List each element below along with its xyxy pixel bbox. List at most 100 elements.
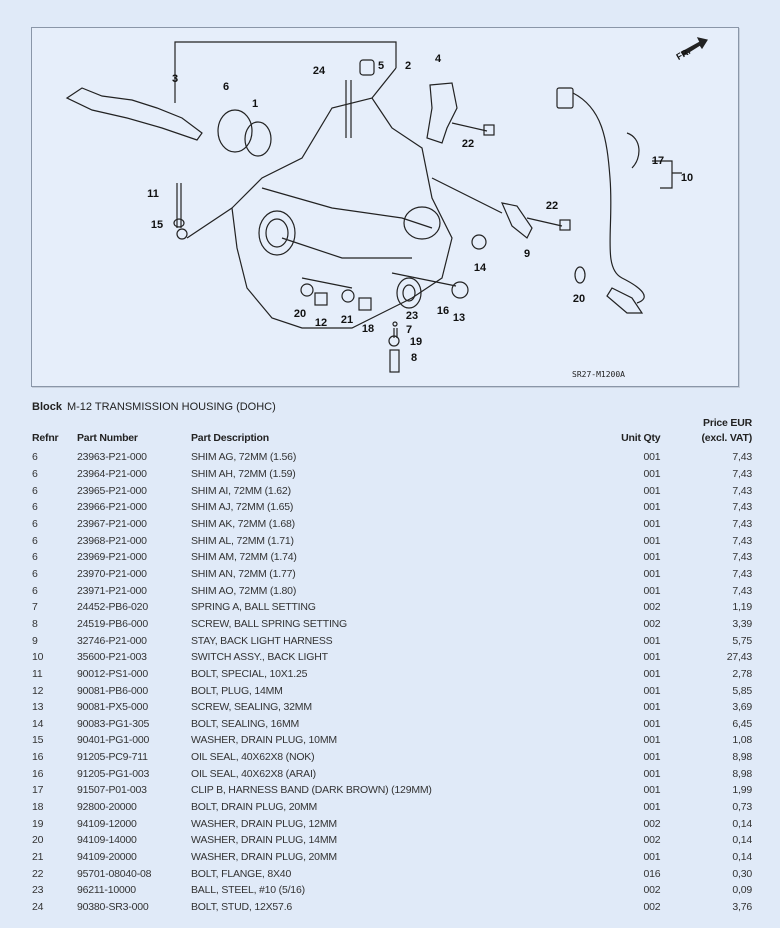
unit-qty-cell: 001 <box>643 534 661 547</box>
callout-22: 22 <box>461 138 475 150</box>
refnr-cell: 24 <box>32 901 44 914</box>
description-cell: OIL SEAL, 40X62X8 (NOK) <box>191 751 315 764</box>
callout-19: 19 <box>409 336 423 348</box>
description-cell: WASHER, DRAIN PLUG, 20MM <box>191 851 337 864</box>
price-cell: 7,43 <box>732 484 752 497</box>
price-cell: 7,43 <box>732 501 752 514</box>
refnr-cell: 21 <box>32 851 44 864</box>
refnr-cell: 20 <box>32 834 44 847</box>
refnr-cell: 6 <box>32 551 38 564</box>
price-cell: 3,69 <box>732 701 752 714</box>
description-cell: SPRING A, BALL SETTING <box>191 601 316 614</box>
refnr-cell: 16 <box>32 751 44 764</box>
refnr-cell: 6 <box>32 517 38 530</box>
unit-qty-cell: 001 <box>643 501 661 514</box>
unit-qty-cell: 001 <box>643 651 661 664</box>
unit-qty-cell: 002 <box>643 884 661 897</box>
unit-qty-cell: 001 <box>643 734 661 747</box>
callout-17: 17 <box>651 155 665 167</box>
unit-qty-cell: 001 <box>643 667 661 680</box>
refnr-cell: 19 <box>32 817 44 830</box>
part-number-cell: 23968-P21-000 <box>77 534 147 547</box>
table-header-row: Refnr Part Number Part Description Unit … <box>28 416 756 449</box>
part-number-cell: 23964-P21-000 <box>77 467 147 480</box>
description-cell: BALL, STEEL, #10 (5/16) <box>191 884 305 897</box>
callout-23: 23 <box>405 310 419 322</box>
description-cell: BOLT, PLUG, 14MM <box>191 684 283 697</box>
transmission-housing-drawing <box>65 37 708 373</box>
callout-4: 4 <box>434 53 442 65</box>
parts-diagram: 3 6 1 24 5 2 4 22 17 10 11 15 22 9 14 20… <box>31 27 739 387</box>
price-cell: 7,43 <box>732 567 752 580</box>
unit-qty-cell: 001 <box>643 567 661 580</box>
refnr-cell: 12 <box>32 684 44 697</box>
part-number-cell: 94109-20000 <box>77 851 137 864</box>
refnr-cell: 6 <box>32 567 38 580</box>
refnr-cell: 13 <box>32 701 44 714</box>
refnr-cell: 6 <box>32 534 38 547</box>
unit-qty-cell: 001 <box>643 451 661 464</box>
description-cell: SHIM AJ, 72MM (1.65) <box>191 501 294 514</box>
description-cell: BOLT, FLANGE, 8X40 <box>191 867 292 880</box>
part-number-cell: 91205-PG1-003 <box>77 767 150 780</box>
unit-qty-cell: 001 <box>643 801 661 814</box>
unit-qty-cell: 001 <box>643 517 661 530</box>
price-cell: 27,43 <box>726 651 752 664</box>
part-number-cell: 23963-P21-000 <box>77 451 147 464</box>
price-cell: 7,43 <box>732 467 752 480</box>
callout-20: 20 <box>572 293 586 305</box>
unit-qty-cell: 001 <box>643 484 661 497</box>
unit-qty-cell: 001 <box>643 467 661 480</box>
price-cell: 7,43 <box>732 451 752 464</box>
part-number-cell: 90012-PS1-000 <box>77 667 148 680</box>
header-price-line2: (excl. VAT) <box>701 432 752 444</box>
refnr-cell: 6 <box>32 584 38 597</box>
unit-qty-cell: 016 <box>643 867 661 880</box>
callout-2: 2 <box>404 60 412 72</box>
price-cell: 1,08 <box>732 734 752 747</box>
callout-8: 8 <box>410 352 418 364</box>
part-number-cell: 91205-PC9-711 <box>77 751 148 764</box>
table-row: 6 23966-P21-000 SHIM AJ, 72MM (1.65) 001 7,4… <box>28 499 756 516</box>
refnr-cell: 6 <box>32 467 38 480</box>
description-cell: SHIM AG, 72MM (1.56) <box>191 451 297 464</box>
part-number-cell: 94109-14000 <box>77 834 137 847</box>
callout-21: 21 <box>340 314 354 326</box>
callout-11: 11 <box>147 188 159 200</box>
header-price-line1: Price EUR <box>703 417 752 429</box>
description-cell: BOLT, DRAIN PLUG, 20MM <box>191 801 318 814</box>
description-cell: BOLT, SPECIAL, 10X1.25 <box>191 667 308 680</box>
callout-13: 13 <box>452 312 466 324</box>
part-number-cell: 23967-P21-000 <box>77 517 147 530</box>
callout-22b: 22 <box>545 200 559 212</box>
callout-12: 12 <box>314 317 328 329</box>
refnr-cell: 8 <box>32 617 38 630</box>
unit-qty-cell: 002 <box>643 901 661 914</box>
block-label: Block <box>32 401 62 413</box>
part-number-cell: 91507-P01-003 <box>77 784 147 797</box>
part-number-cell: 35600-P21-003 <box>77 651 147 664</box>
description-cell: BOLT, STUD, 12X57.6 <box>191 901 293 914</box>
description-cell: SHIM AM, 72MM (1.74) <box>191 551 297 564</box>
callout-15: 15 <box>150 219 164 231</box>
price-cell: 5,85 <box>732 684 752 697</box>
header-part-number: Part Number <box>77 432 138 444</box>
description-cell: SHIM AK, 72MM (1.68) <box>191 517 295 530</box>
part-number-cell: 23969-P21-000 <box>77 551 147 564</box>
part-number-cell: 23966-P21-000 <box>77 501 147 514</box>
refnr-cell: 6 <box>32 501 38 514</box>
part-number-cell: 96211-10000 <box>77 884 136 897</box>
callout-14: 14 <box>473 262 487 274</box>
price-cell: 0,73 <box>732 801 752 814</box>
unit-qty-cell: 001 <box>643 701 661 714</box>
